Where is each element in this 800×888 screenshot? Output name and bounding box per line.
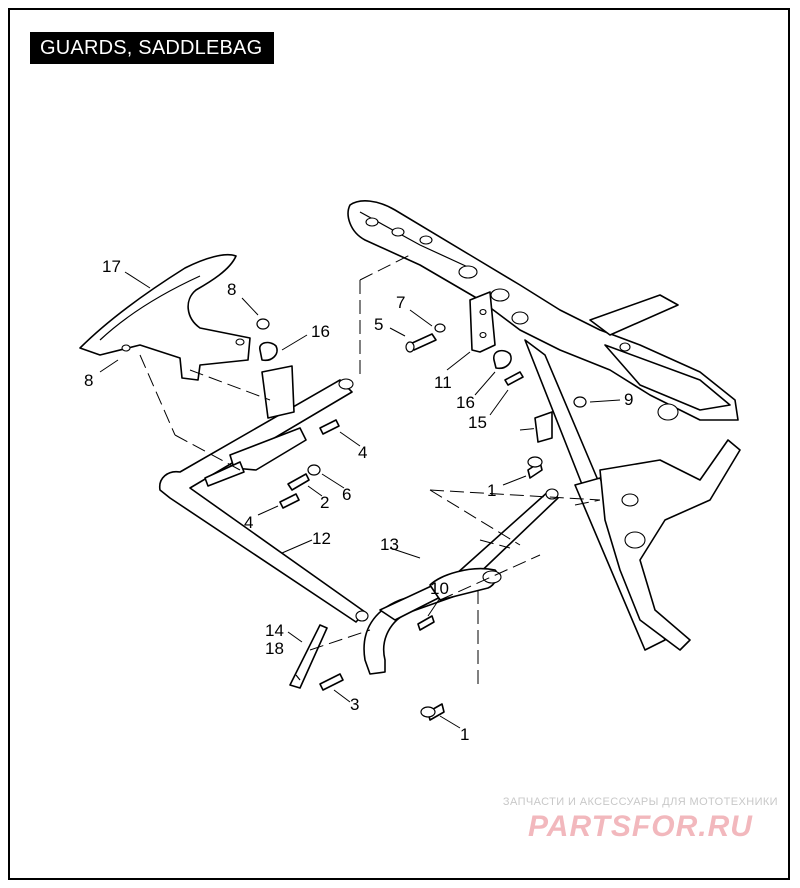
leader-lines <box>99 271 621 729</box>
diagram-frame <box>8 8 790 880</box>
callout-6: 6 <box>342 485 351 504</box>
fasteners <box>256 318 587 721</box>
watermark-logo: PARTSFOR.RU <box>528 810 753 843</box>
callout-7: 7 <box>396 293 405 312</box>
callout-1-lower: 1 <box>460 725 469 744</box>
callout-17: 17 <box>102 257 121 276</box>
watermark-caption: ЗАПЧАСТИ И АКСЕССУАРЫ ДЛЯ МОТОТЕХНИКИ <box>502 796 778 808</box>
callout-16-right: 16 <box>456 393 475 412</box>
callout-4-lower: 4 <box>244 513 253 532</box>
callout-16-left: 16 <box>311 322 330 341</box>
callout-5: 5 <box>374 315 383 334</box>
part-17-plate <box>79 253 251 381</box>
part-13-front-guard <box>363 488 559 675</box>
assembly-lines <box>139 254 601 690</box>
callout-1-upper: 1 <box>487 481 496 500</box>
part-12-rear-guard <box>158 378 369 623</box>
callout-12: 12 <box>312 529 331 548</box>
watermark: ЗАПЧАСТИ И АКСЕССУАРЫ ДЛЯ МОТОТЕХНИКИ PA… <box>503 796 778 844</box>
callout-4-upper: 4 <box>358 443 367 462</box>
frame-rail <box>347 200 741 651</box>
callout-8-upper: 8 <box>227 280 236 299</box>
part-14-18-pad <box>289 624 328 689</box>
callout-2: 2 <box>320 493 329 512</box>
callout-8-lower: 8 <box>84 371 93 390</box>
callouts: 17 8 16 8 7 5 11 16 15 9 4 6 2 4 1 12 13… <box>84 257 633 744</box>
page-title: GUARDS, SADDLEBAG <box>30 32 275 64</box>
callout-10: 10 <box>430 579 449 598</box>
bracket-hardware <box>259 291 553 443</box>
callout-3: 3 <box>350 695 359 714</box>
callout-14: 14 <box>265 621 284 640</box>
callout-15: 15 <box>468 413 487 432</box>
callout-13: 13 <box>380 535 399 554</box>
callout-9: 9 <box>624 390 633 409</box>
callout-18: 18 <box>265 639 284 658</box>
callout-11: 11 <box>434 373 452 392</box>
